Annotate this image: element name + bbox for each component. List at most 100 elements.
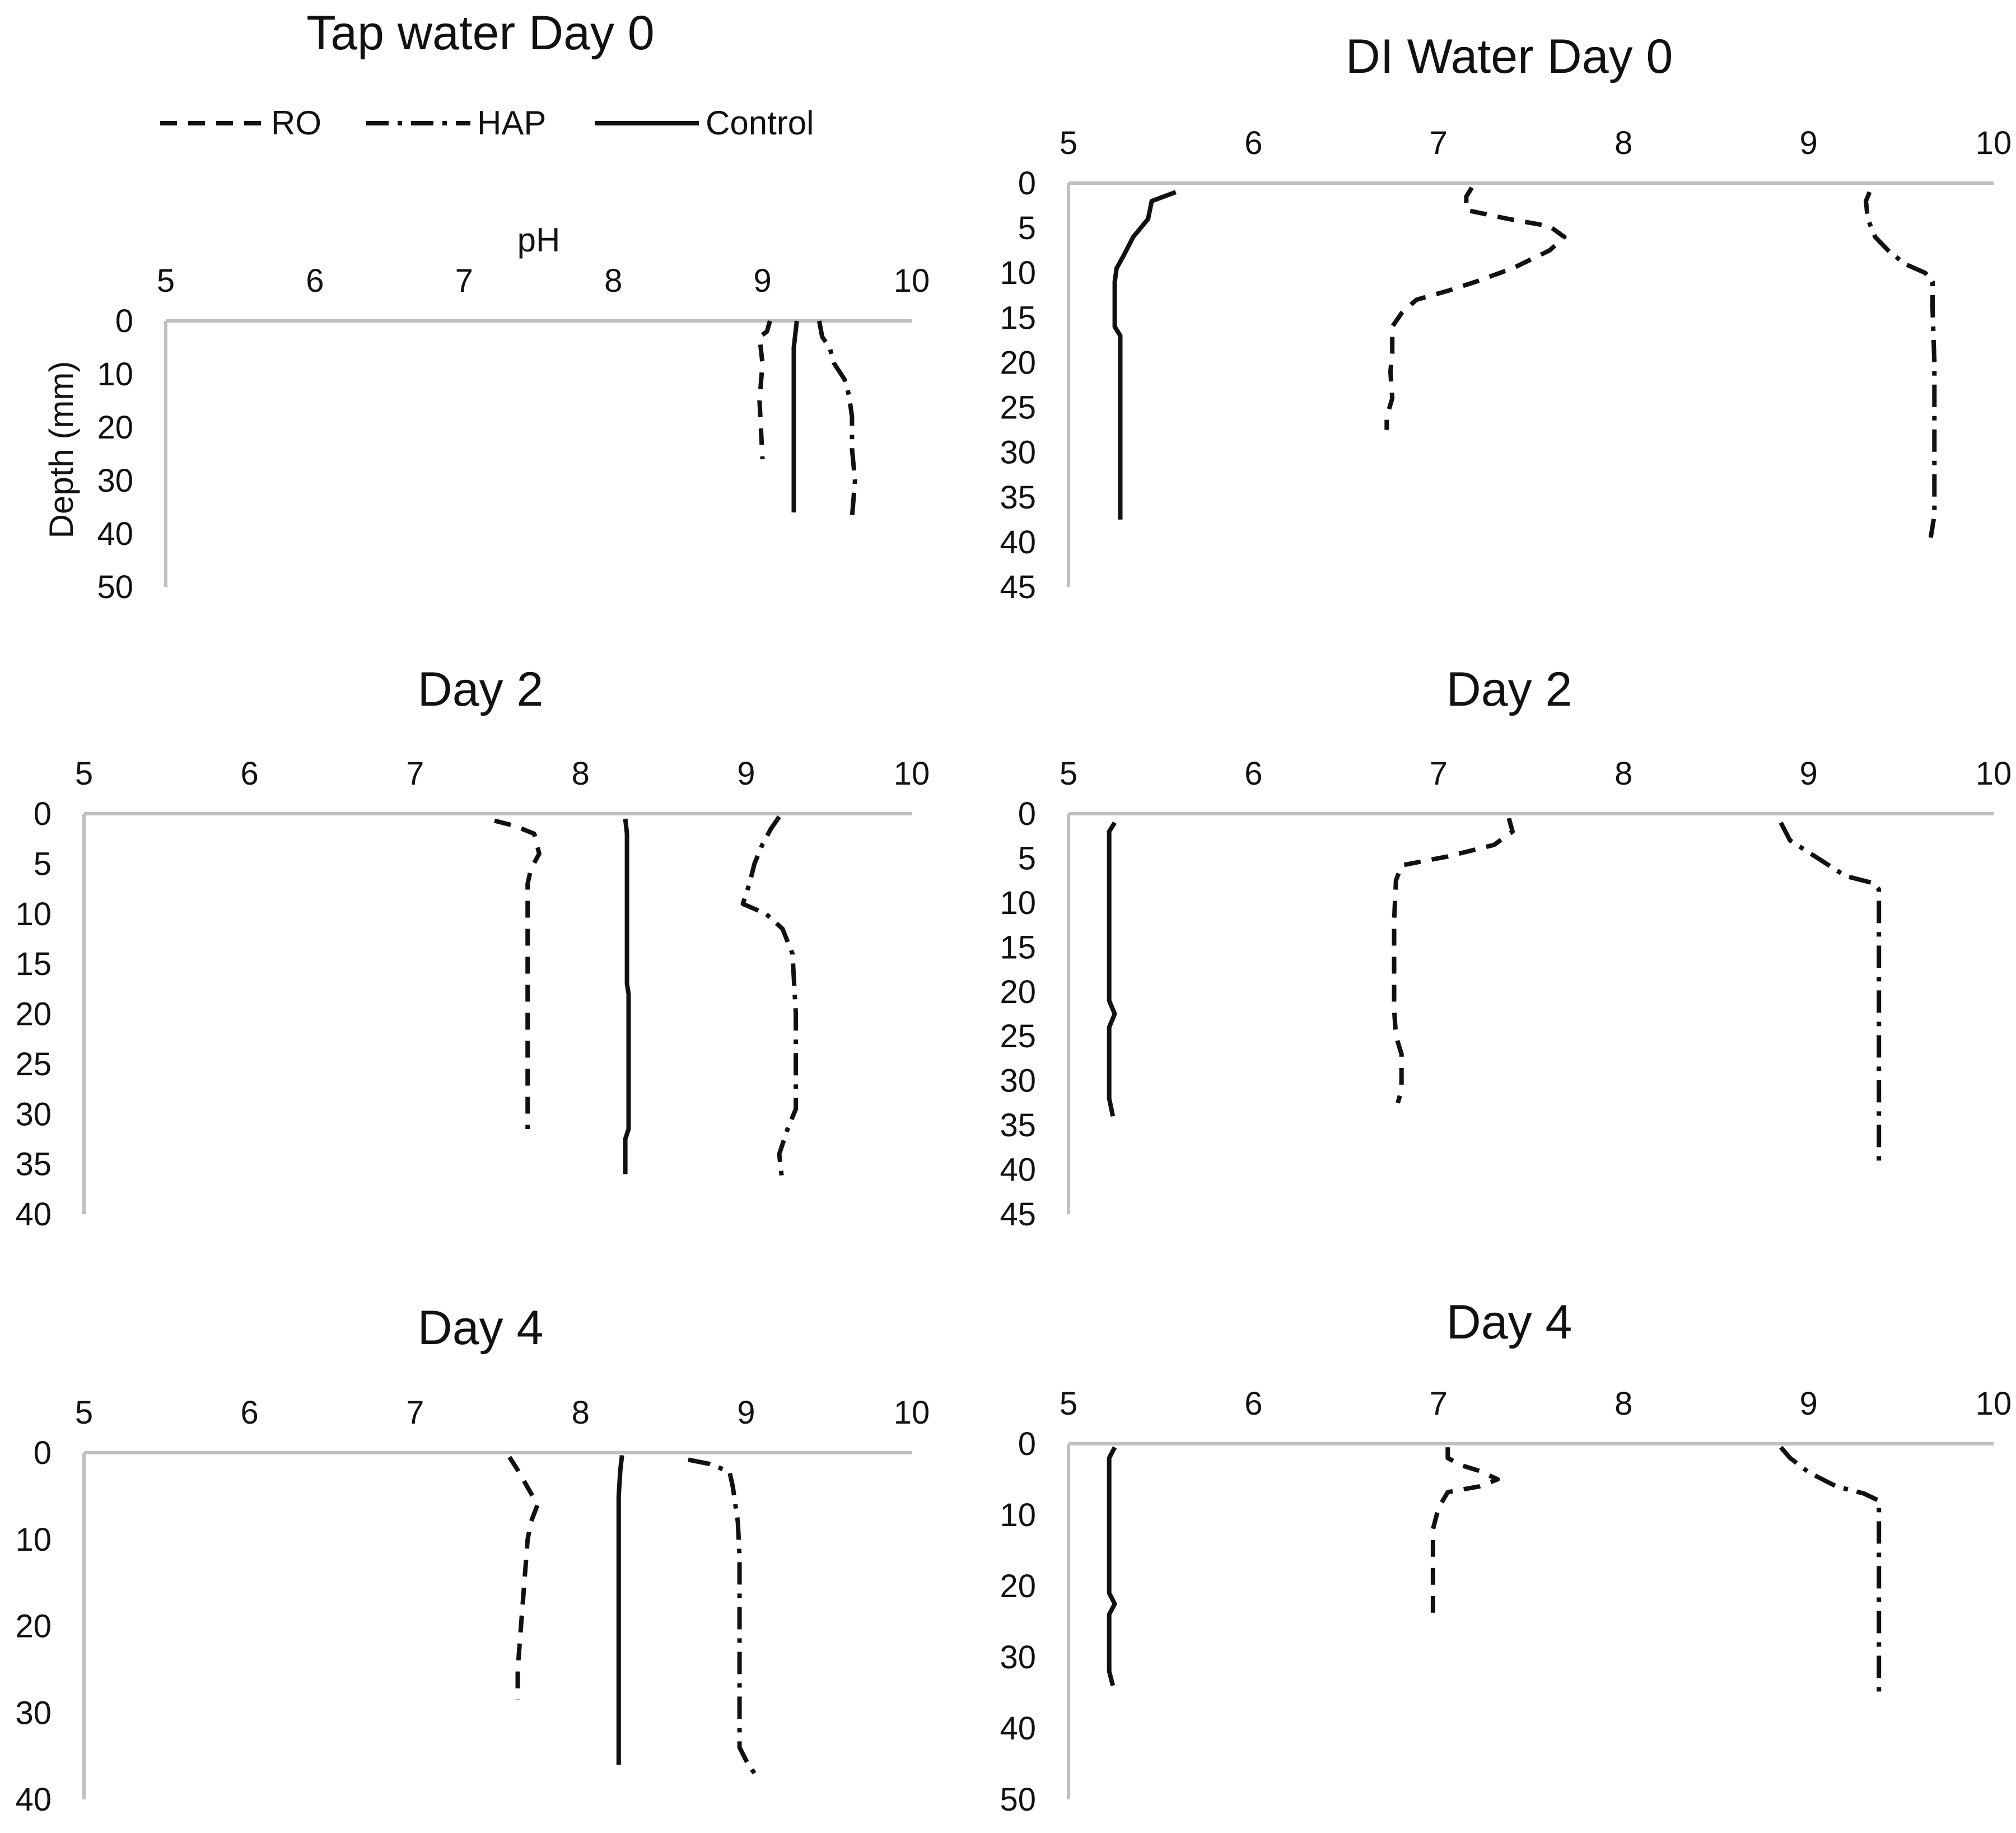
y-tick-label: 20 — [1000, 974, 1036, 1010]
legend-label-hap: HAP — [477, 104, 546, 142]
series-line-ro — [757, 320, 772, 460]
x-tick-label: 7 — [406, 755, 424, 792]
x-tick-label: 7 — [1430, 755, 1448, 792]
series-line-hap — [740, 815, 799, 1184]
x-tick-label: 10 — [1976, 125, 2012, 161]
x-tick-label: 9 — [753, 263, 771, 299]
x-tick-label: 9 — [737, 755, 755, 792]
y-tick-label: 25 — [1000, 390, 1036, 426]
series-line-ro — [1392, 817, 1515, 1104]
y-tick-label: 50 — [1000, 1781, 1036, 1818]
y-tick-label: 15 — [1000, 300, 1036, 336]
x-tick-label: 8 — [572, 755, 590, 792]
y-tick-label: 15 — [15, 946, 52, 982]
y-tick-label: 35 — [1000, 479, 1036, 516]
panel-title: DI Water Day 0 — [1346, 30, 1673, 83]
x-tick-label: 8 — [1614, 125, 1632, 161]
x-tick-label: 7 — [406, 1394, 424, 1431]
x-tick-label: 7 — [1430, 125, 1448, 161]
x-tick-label: 10 — [894, 263, 930, 299]
y-tick-label: 0 — [115, 303, 133, 339]
x-tick-label: 8 — [1614, 1386, 1632, 1422]
y-tick-label: 0 — [34, 1435, 52, 1471]
x-tick-label: 6 — [240, 1394, 258, 1431]
x-tick-label: 5 — [75, 755, 93, 792]
series-line-ro — [494, 818, 542, 1130]
x-tick-label: 7 — [1430, 1386, 1448, 1422]
series-line-control — [791, 320, 799, 512]
y-tick-label: 20 — [15, 1608, 52, 1645]
y-tick-label: 10 — [1000, 885, 1036, 921]
y-tick-label: 40 — [15, 1781, 52, 1818]
y-tick-label: 5 — [34, 846, 52, 882]
series-line-control — [616, 1455, 624, 1765]
y-tick-label: 30 — [1000, 435, 1036, 471]
y-tick-label: 10 — [1000, 255, 1036, 291]
y-tick-label: 20 — [97, 409, 133, 446]
y-tick-label: 0 — [1018, 796, 1036, 832]
panel-title: Day 2 — [418, 663, 544, 716]
series-line-control — [1107, 1446, 1117, 1686]
legend-label-ro: RO — [271, 104, 321, 142]
panel-title: Day 4 — [418, 1301, 544, 1355]
series-line-ro — [1384, 186, 1567, 430]
y-tick-label: 30 — [15, 1096, 52, 1132]
x-tick-label: 9 — [1799, 755, 1817, 792]
y-tick-label: 25 — [15, 1046, 52, 1083]
series-line-control — [623, 818, 631, 1174]
legend-label-control: Control — [706, 104, 814, 142]
y-tick-label: 20 — [15, 996, 52, 1033]
series-line-control — [1112, 190, 1177, 520]
y-tick-label: 10 — [15, 896, 52, 932]
series-line-hap — [1864, 191, 1937, 538]
series-line-hap — [688, 1457, 757, 1775]
series-line-hap — [816, 320, 857, 518]
series-line-ro — [1430, 1447, 1500, 1615]
x-tick-label: 6 — [240, 755, 258, 792]
x-tick-label: 6 — [1244, 755, 1262, 792]
y-tick-label: 40 — [1000, 1152, 1036, 1188]
y-tick-label: 20 — [1000, 1568, 1036, 1605]
y-axis-label: Depth (mm) — [43, 361, 80, 539]
x-tick-label: 9 — [1799, 125, 1817, 161]
y-tick-label: 0 — [1018, 1426, 1036, 1462]
panel-title: Day 2 — [1446, 663, 1572, 716]
y-tick-label: 5 — [1018, 840, 1036, 876]
chart-legend: RO HAP Control — [160, 104, 814, 142]
x-tick-label: 10 — [1976, 1386, 2012, 1422]
x-tick-label: 5 — [75, 1394, 93, 1431]
y-tick-label: 35 — [15, 1146, 52, 1183]
x-tick-label: 7 — [455, 263, 473, 299]
y-tick-label: 50 — [97, 569, 133, 605]
y-tick-label: 45 — [1000, 1196, 1036, 1233]
series-line-control — [1107, 821, 1117, 1117]
y-tick-label: 5 — [1018, 210, 1036, 246]
x-tick-label: 8 — [572, 1394, 590, 1431]
x-tick-label: 10 — [1976, 755, 2012, 792]
y-tick-label: 30 — [1000, 1639, 1036, 1676]
y-tick-label: 15 — [1000, 929, 1036, 966]
x-axis-label: pH — [517, 221, 561, 259]
x-tick-label: 5 — [1060, 755, 1077, 792]
x-tick-label: 10 — [894, 1394, 930, 1431]
y-tick-label: 35 — [1000, 1107, 1036, 1144]
x-tick-label: 5 — [1060, 1386, 1077, 1422]
x-tick-label: 9 — [1799, 1386, 1817, 1422]
y-tick-label: 40 — [15, 1196, 52, 1233]
x-tick-label: 5 — [1060, 125, 1077, 161]
y-tick-label: 40 — [1000, 1710, 1036, 1747]
x-tick-label: 8 — [604, 263, 622, 299]
x-tick-label: 10 — [894, 755, 930, 792]
y-tick-label: 30 — [15, 1695, 52, 1731]
x-tick-label: 6 — [306, 263, 324, 299]
y-tick-label: 10 — [1000, 1497, 1036, 1533]
x-tick-label: 6 — [1244, 1386, 1262, 1422]
y-tick-label: 0 — [1018, 165, 1036, 202]
